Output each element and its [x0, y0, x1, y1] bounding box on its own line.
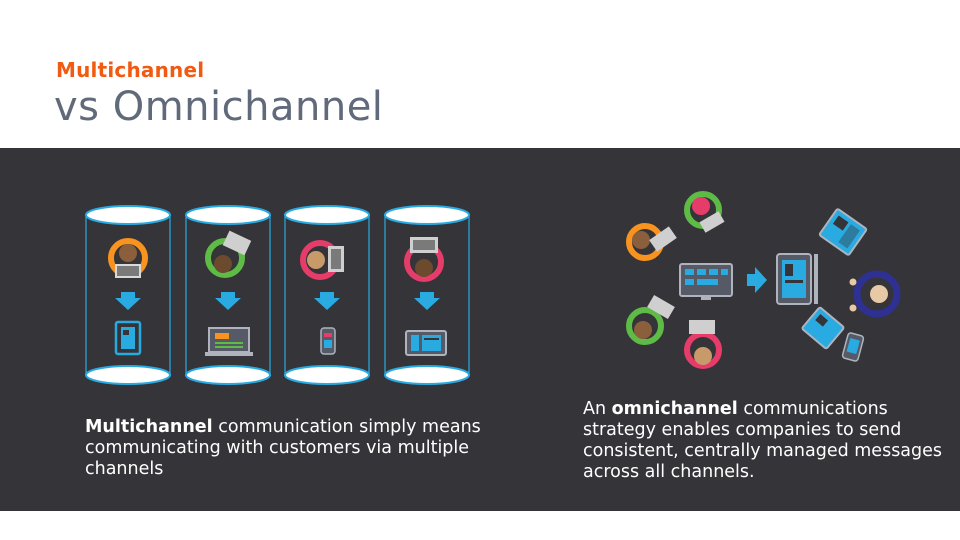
channel-cylinder	[284, 205, 370, 385]
smartphone-icon	[841, 332, 865, 362]
tablet-landscape-icon	[405, 330, 447, 356]
omnichannel-illustration	[626, 191, 901, 369]
omnichannel-caption: An omnichannel communications strategy e…	[583, 399, 943, 483]
caption-text: communications strategy enables companie…	[583, 399, 943, 482]
caption-prefix: An	[583, 399, 612, 419]
person-with-laptop-icon	[626, 294, 675, 345]
monitor-icon	[679, 263, 733, 300]
caption-keyword: Multichannel	[85, 417, 213, 437]
person-with-laptop-icon	[404, 237, 444, 282]
person-with-laptop-icon	[205, 230, 252, 278]
person-with-laptop-icon	[108, 238, 148, 278]
manager-person-icon	[849, 270, 901, 318]
person-with-laptop-icon	[684, 191, 725, 233]
arrow-right-icon	[747, 267, 767, 293]
person-with-laptop-icon	[300, 240, 344, 280]
caption-text: communication simply means communicating…	[85, 417, 481, 479]
tablet-icon	[776, 253, 812, 305]
tablet-tilted-icon	[818, 208, 868, 256]
channel-cylinder	[384, 205, 470, 385]
person-with-laptop-icon	[684, 320, 722, 369]
eyebrow-heading: Multichannel	[56, 58, 205, 82]
smartphone-icon	[320, 327, 336, 355]
page-title: vs Omnichannel	[54, 84, 384, 130]
tablet-icon	[114, 320, 142, 356]
tablet-tilted-icon	[801, 306, 845, 350]
laptop-icon	[205, 327, 253, 356]
channel-cylinder	[85, 205, 171, 385]
caption-keyword: omnichannel	[611, 399, 738, 419]
multichannel-caption: Multichannel communication simply means …	[85, 417, 505, 480]
multichannel-illustration	[85, 205, 470, 385]
channel-cylinder	[185, 205, 271, 385]
person-with-laptop-icon	[626, 223, 677, 261]
